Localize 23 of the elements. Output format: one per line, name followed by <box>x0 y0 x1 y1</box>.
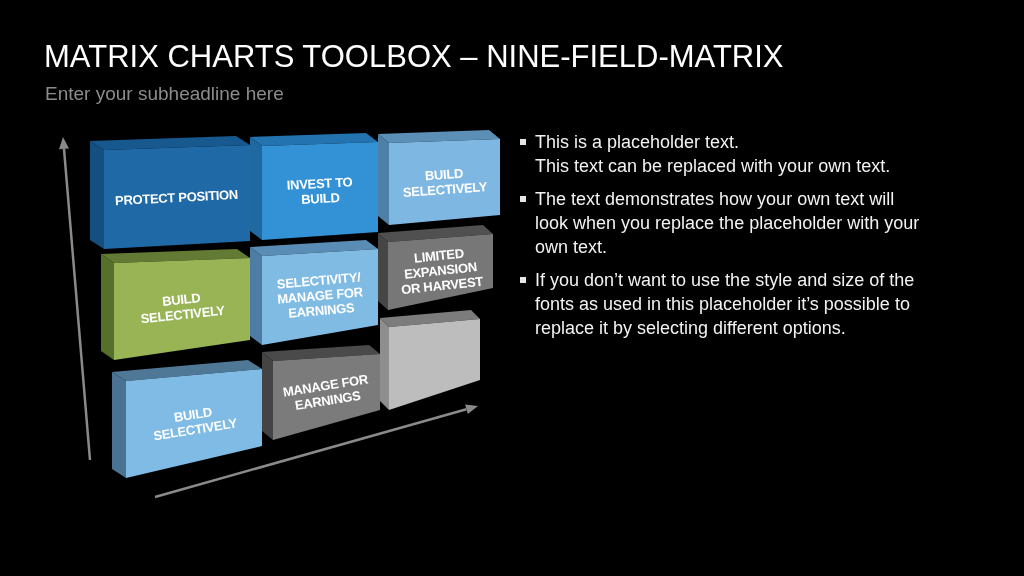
bullet-text: This is a placeholder text. <box>535 131 741 154</box>
cube-label: BUILD SELECTIVELY <box>151 402 239 445</box>
cube-block <box>112 360 262 478</box>
cube-block <box>250 240 378 345</box>
cube-label: BUILD SELECTIVELY <box>401 164 489 200</box>
subtitle: Enter your subheadline here <box>45 82 284 106</box>
cube-label: BUILD SELECTIVELY <box>139 288 227 328</box>
cube-block <box>380 310 480 410</box>
cube-label: SELECTIVITY/ MANAGE FOR EARNINGS <box>275 268 365 323</box>
slide-title: MATRIX CHARTS TOOLBOX – NINE-FIELD-MATRIX <box>44 38 784 76</box>
cube-label: MANAGE FOR EARNINGS <box>280 370 370 415</box>
bullet-text: If you don’t want to use the style and size of the fonts as used in this placeholder it’s possible to replace it by selecting different options. <box>535 269 916 340</box>
cube-block <box>250 133 378 240</box>
cube-block <box>378 225 493 310</box>
cube-label: LIMITED EXPANSION OR HARVEST <box>399 244 485 298</box>
bullet-text: The text demonstrates how your own text will look when you replace the placeholder with your own text. <box>535 188 921 259</box>
cube-block <box>101 249 250 360</box>
cube-block <box>90 136 250 249</box>
bullet-text: This text can be replaced with your own text. <box>535 155 892 178</box>
cube-block <box>262 345 380 440</box>
cube-label: PROTECT POSITION <box>115 186 239 209</box>
cube-label: INVEST TO BUILD <box>285 173 354 209</box>
cube-block <box>378 130 500 225</box>
